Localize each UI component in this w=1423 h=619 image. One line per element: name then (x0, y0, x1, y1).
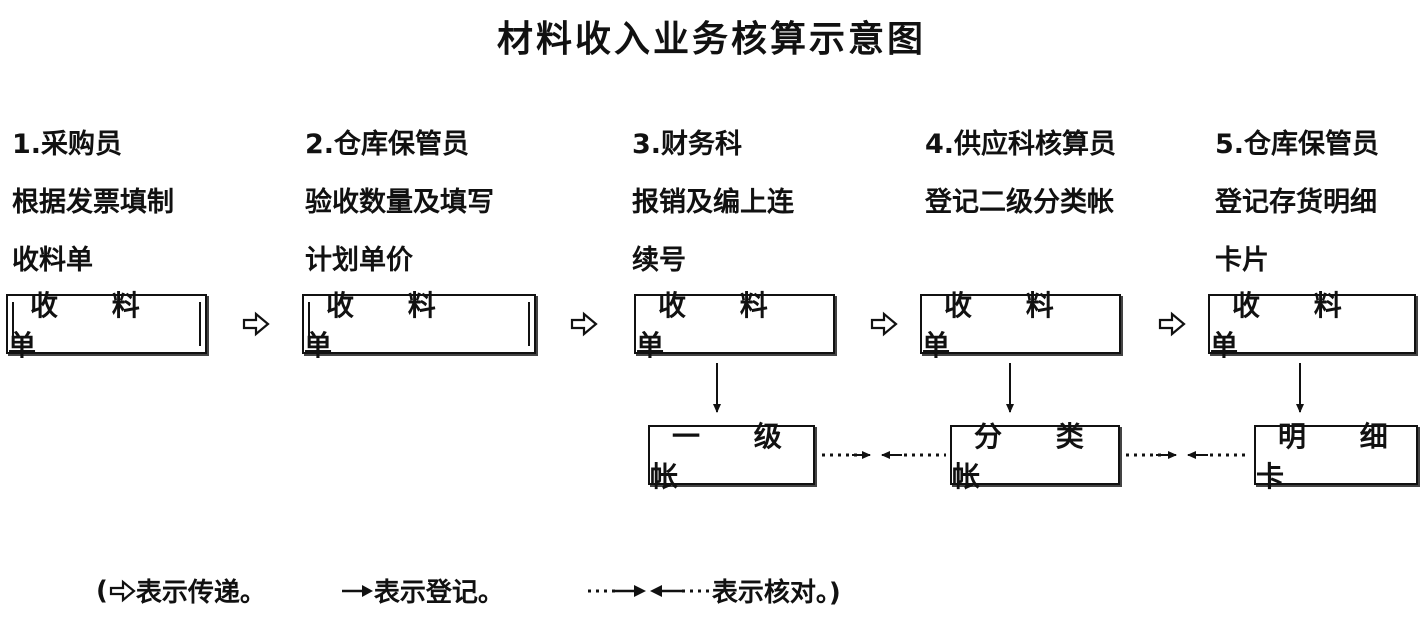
step-1-line-1: 1.采购员 (12, 129, 123, 160)
legend-check-text: 表示核对。) (711, 578, 841, 608)
step-4-line-2: 登记二级分类帐 (925, 187, 1114, 218)
step-5-description: 5.仓库保管员 登记存货明细 卡片 (1215, 116, 1379, 290)
legend-check-arrow-icon (587, 584, 710, 597)
step-2-line-2: 验收数量及填写 (305, 187, 494, 218)
step-2-receipt-box: 收 料 单 (302, 289, 536, 362)
legend-register-text: 表示登记。 (373, 578, 504, 608)
step-2-description: 2.仓库保管员 验收数量及填写 计划单价 (305, 116, 494, 290)
legend-register-arrow-icon (341, 584, 373, 597)
step-2-line-1: 2.仓库保管员 (305, 129, 470, 160)
detail-card-box: 明 细 卡 (1254, 420, 1418, 493)
step-1-line-2: 根据发票填制 (12, 187, 174, 218)
step-1-description: 1.采购员 根据发票填制 收料单 (12, 116, 174, 290)
general-ledger-box: 一 级 帐 (648, 420, 815, 493)
transfer-arrow-2-3 (570, 311, 598, 337)
step-5-line-1: 5.仓库保管员 (1215, 129, 1380, 160)
step-3-line-2: 报销及编上连 (632, 187, 794, 218)
step-5-line-2: 登记存货明细 (1215, 187, 1377, 218)
legend-transfer-arrow-icon (109, 579, 136, 602)
transfer-arrow-1-2 (242, 311, 270, 337)
category-ledger-box: 分 类 帐 (950, 420, 1120, 493)
step-1-receipt-box: 收 料 单 (6, 289, 207, 362)
step-3-line-3: 续号 (632, 245, 686, 276)
step-4-description: 4.供应科核算员 登记二级分类帐 (925, 116, 1116, 290)
step-5-line-3: 卡片 (1215, 245, 1269, 276)
step-5-receipt-box: 收 料 单 (1208, 289, 1416, 362)
step-1-line-3: 收料单 (12, 245, 93, 276)
step-4-line-1: 4.供应科核算员 (925, 129, 1117, 160)
step-3-line-1: 3.财务科 (632, 129, 743, 160)
step-3-receipt-box: 收 料 单 (634, 289, 835, 362)
transfer-arrow-3-4 (870, 311, 898, 337)
legend-transfer-text: 表示传递。 (135, 578, 266, 608)
diagram-title: 材料收入业务核算示意图 (496, 19, 926, 60)
step-2-line-3: 计划单价 (305, 245, 413, 276)
legend-open-paren: ( (96, 575, 108, 606)
step-3-description: 3.财务科 报销及编上连 续号 (632, 116, 794, 290)
transfer-arrow-4-5 (1158, 311, 1186, 337)
legend: ( 表示传递。 表示登记。 表示核对。) (96, 572, 841, 609)
